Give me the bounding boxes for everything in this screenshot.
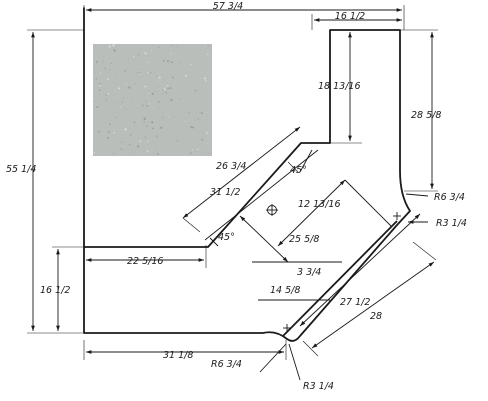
dim-angle-left: 45°	[218, 232, 235, 243]
dim-angle-top: 45°	[290, 165, 307, 176]
dim-radius-left-outer: R6 3/4	[211, 359, 242, 370]
dim-bay-depth: 14 5/8	[270, 285, 300, 296]
dim-diagonal-front-mid: 27 1/2	[340, 297, 370, 308]
dim-diagonal-front-outer: 28	[370, 311, 382, 322]
dim-left-leg-outer-width: 31 1/8	[163, 350, 193, 361]
dim-bay-short: 3 3/4	[297, 267, 321, 278]
dimension-labels: 57 3/4 16 1/2 18 13/16 28 5/8 55 1/4 16 …	[6, 1, 467, 392]
dim-diagonal-offset: 31 1/2	[210, 187, 240, 198]
dim-radius-right-inner: R3 1/4	[436, 218, 467, 229]
center-marks	[266, 204, 401, 332]
dim-radius-right-outer: R6 3/4	[434, 192, 465, 203]
dim-right-leg-outer-depth: 28 5/8	[411, 110, 441, 121]
dim-left-leg-height: 16 1/2	[40, 285, 70, 296]
countertop-outline	[83, 7, 411, 342]
dim-left-leg-inner-width: 22 5/16	[127, 256, 163, 267]
dim-overall-top-width: 57 3/4	[213, 1, 243, 12]
extension-lines	[27, 5, 438, 360]
dim-diagonal-front-inner: 25 5/8	[289, 234, 319, 245]
dim-diagonal-top: 26 3/4	[216, 161, 246, 172]
dim-overall-left-height: 55 1/4	[6, 164, 36, 175]
dimension-lines	[31, 8, 437, 381]
dim-right-leg-inner-depth: 18 13/16	[318, 81, 361, 92]
dim-diagonal-depth: 12 13/16	[298, 199, 341, 210]
dim-right-leg-width: 16 1/2	[335, 11, 365, 22]
dim-radius-left-inner: R3 1/4	[303, 381, 334, 392]
material-swatch	[93, 44, 212, 156]
